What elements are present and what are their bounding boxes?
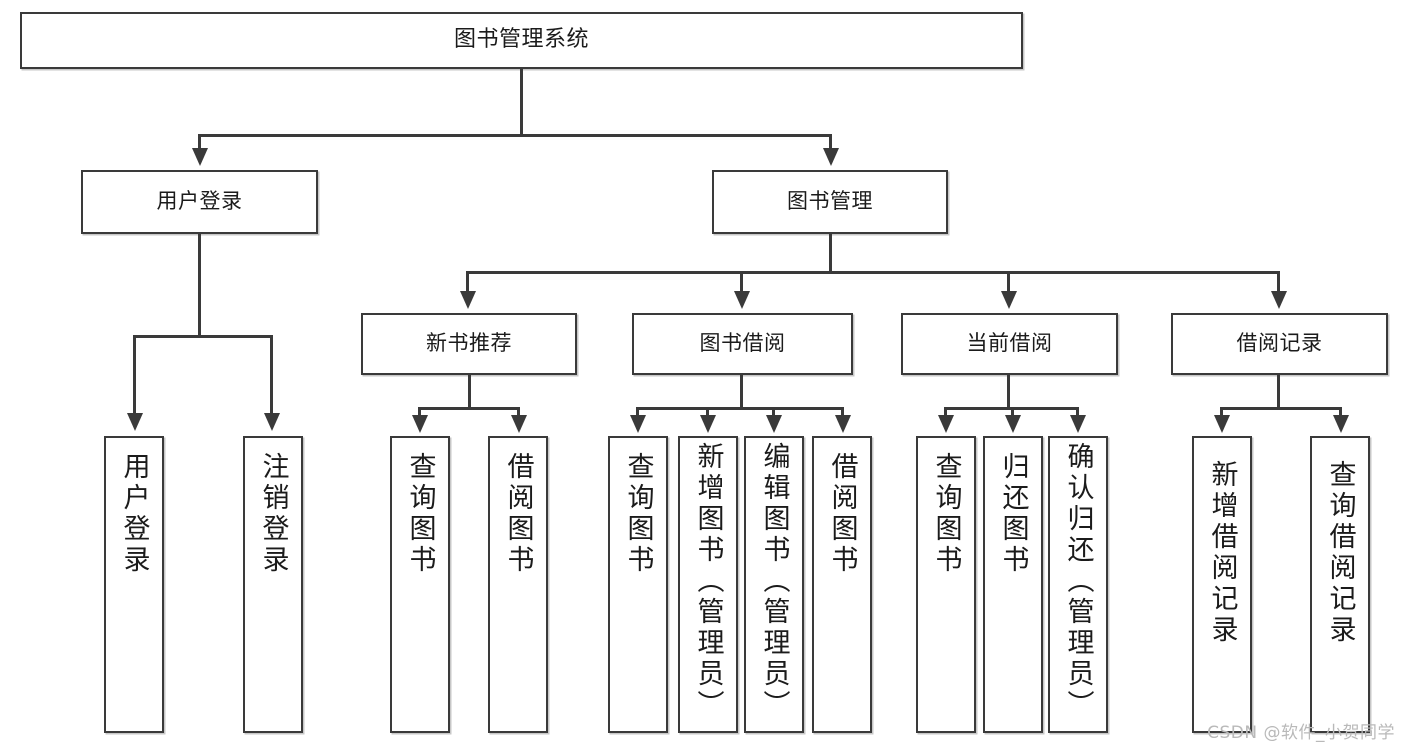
node-borrow-records[interactable]: 借阅记录 [1171,313,1388,375]
node-current-query[interactable]: 查询图书 [916,436,976,733]
edge-login-bus [133,335,273,338]
arrow-current-to-query [938,415,954,433]
node-label: 图书管理 [787,189,873,214]
arrow-current-to-confirm [1070,415,1086,433]
edge-bookmgmt-to-records [1277,271,1280,293]
node-label: 确认归还（管理员） [1062,442,1094,721]
node-newbook-query[interactable]: 查询图书 [390,436,450,733]
arrow-borrow-to-edit [766,415,782,433]
node-login-user[interactable]: 用户登录 [104,436,164,733]
node-label: 新增借阅记录 [1206,460,1238,646]
node-new-book-recommend[interactable]: 新书推荐 [361,313,577,375]
node-label: 图书借阅 [699,331,786,356]
node-label: 借阅图书 [826,452,858,576]
node-label: 注销登录 [257,452,289,576]
node-label: 用户登录 [156,189,243,214]
arrow-root-to-bookmgmt [823,148,839,166]
edge-borrow-to-borrowbook [841,407,844,417]
node-label: 查询图书 [404,452,436,576]
node-newbook-borrow[interactable]: 借阅图书 [488,436,548,733]
edge-root-stem [520,69,523,135]
edge-current-stem [1007,375,1010,410]
node-label: 当前借阅 [966,331,1053,356]
arrow-bookmgmt-to-records [1271,291,1287,309]
edge-current-to-confirm [1076,407,1079,417]
arrow-records-to-add [1214,415,1230,433]
edge-borrow-stem [740,375,743,410]
edge-bookmgmt-stem [829,234,832,273]
edge-current-to-return [1011,407,1014,417]
arrow-newbook-to-borrow [511,415,527,433]
edge-records-to-add [1220,407,1223,417]
edge-root-to-bookmgmt [829,134,832,150]
node-label: 查询借阅记录 [1324,460,1356,646]
arrow-root-to-login [192,148,208,166]
node-label: 借阅记录 [1236,331,1323,356]
arrow-login-to-logout [264,413,280,431]
edge-newbook-stem [468,375,471,410]
edge-login-stem [198,234,201,337]
arrow-bookmgmt-to-newbook [460,291,476,309]
edge-current-to-query [944,407,947,417]
node-label: 新增图书（管理员） [692,442,724,721]
edge-newbook-to-query [418,407,421,417]
edge-bookmgmt-bus [466,271,1280,274]
edge-bookmgmt-to-borrow [740,271,743,293]
node-book-management[interactable]: 图书管理 [712,170,948,234]
edge-borrow-to-edit [772,407,775,417]
node-borrow-edit-book[interactable]: 编辑图书（管理员） [744,436,804,733]
node-label: 借阅图书 [502,452,534,576]
node-user-login[interactable]: 用户登录 [81,170,318,234]
arrow-newbook-to-query [412,415,428,433]
edge-records-bus [1220,407,1342,410]
edge-root-bus [198,134,832,137]
node-label: 查询图书 [622,452,654,576]
edge-newbook-to-borrow [517,407,520,417]
node-borrow-add-book[interactable]: 新增图书（管理员） [678,436,738,733]
arrow-borrow-to-add [700,415,716,433]
node-login-logout[interactable]: 注销登录 [243,436,303,733]
arrow-records-to-query [1333,415,1349,433]
arrow-current-to-return [1005,415,1021,433]
node-records-add[interactable]: 新增借阅记录 [1192,436,1252,733]
node-label: 编辑图书（管理员） [758,442,790,721]
node-records-query[interactable]: 查询借阅记录 [1310,436,1370,733]
arrow-login-to-user [127,413,143,431]
edge-borrow-to-query [636,407,639,417]
arrow-bookmgmt-to-borrow [734,291,750,309]
edge-root-to-login [198,134,201,150]
node-current-return[interactable]: 归还图书 [983,436,1043,733]
node-label: 新书推荐 [426,331,512,356]
node-label: 图书管理系统 [453,27,589,53]
arrow-borrow-to-query [630,415,646,433]
node-label: 查询图书 [930,452,962,576]
node-book-borrow[interactable]: 图书借阅 [632,313,853,375]
node-borrow-borrow-book[interactable]: 借阅图书 [812,436,872,733]
edge-borrow-to-add [706,407,709,417]
edge-login-to-user [133,335,136,415]
edge-records-stem [1277,375,1280,410]
node-root[interactable]: 图书管理系统 [20,12,1023,69]
node-borrow-query[interactable]: 查询图书 [608,436,668,733]
edge-bookmgmt-to-newbook [466,271,469,293]
node-label: 归还图书 [997,452,1029,576]
edge-login-to-logout [270,335,273,415]
edge-bookmgmt-to-current [1007,271,1010,293]
arrow-bookmgmt-to-current [1001,291,1017,309]
edge-borrow-bus [636,407,844,410]
arrow-borrow-to-borrowbook [835,415,851,433]
edge-records-to-query [1339,407,1342,417]
node-label: 用户登录 [118,452,150,576]
node-current-confirm-return[interactable]: 确认归还（管理员） [1048,436,1108,733]
edge-newbook-bus [418,407,520,410]
node-current-borrow[interactable]: 当前借阅 [901,313,1118,375]
